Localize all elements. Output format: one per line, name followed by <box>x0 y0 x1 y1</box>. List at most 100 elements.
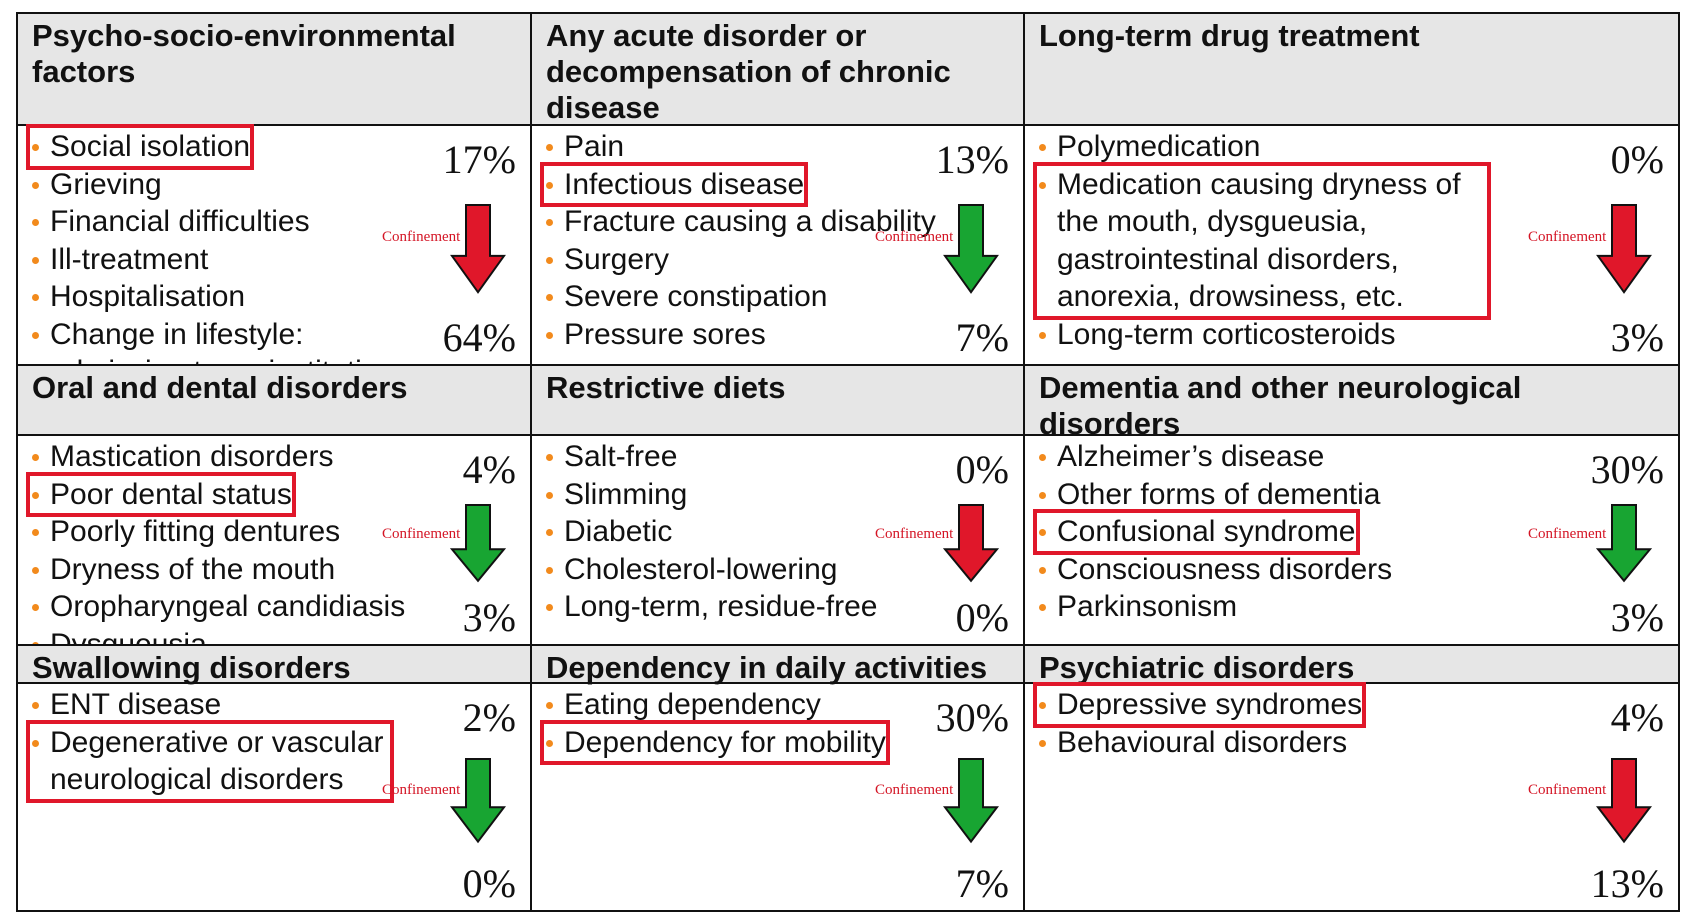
list-item: Hospitalisation <box>30 278 430 316</box>
highlighted-list-item: Degenerative or vascular neurological di… <box>26 719 394 803</box>
list-item: Behavioural disorders <box>1037 724 1362 762</box>
list-item: Fracture causing a disability <box>544 203 936 241</box>
list-item: Polymedication <box>1037 128 1487 166</box>
list-item: Pain <box>544 128 936 166</box>
cell-title: Long-term drug treatment <box>1039 18 1420 53</box>
percent-after: 3% <box>462 595 516 640</box>
cell-title: Swallowing disorders <box>32 650 351 685</box>
cell-title: Oral and dental disorders <box>32 370 408 405</box>
percent-before: 0% <box>1610 137 1664 182</box>
cell-header: Restrictive diets <box>532 364 1023 436</box>
up-arrow-icon <box>450 203 506 294</box>
cell-header: Dependency in daily activities <box>532 644 1023 685</box>
list-item: Salt-free <box>544 438 877 476</box>
list-item: Severe constipation <box>544 278 936 316</box>
cell-header: Oral and dental disorders <box>18 364 530 436</box>
cell-header: Any acute disorder or decompensation of … <box>532 14 1023 126</box>
percent-after: 7% <box>955 861 1009 906</box>
highlighted-list-item: Infectious disease <box>539 161 809 207</box>
percent-after: 3% <box>1610 315 1664 360</box>
highlighted-list-item: Social isolation <box>25 124 255 170</box>
cell-header: Psycho-socio-environmental factors <box>18 14 530 126</box>
list-item: Pressure sores <box>544 316 936 354</box>
confinement-label: Confinement <box>1528 782 1607 799</box>
cell-header: Psychiatric disorders <box>1025 644 1678 685</box>
highlighted-list-item: Depressive syndromes <box>1032 682 1367 728</box>
percent-before: 2% <box>462 695 516 740</box>
confinement-label: Confinement <box>875 229 954 246</box>
list-item: Mastication disorders <box>30 438 405 476</box>
cell-title: Dependency in daily activities <box>546 650 988 685</box>
cell-title: Restrictive diets <box>546 370 786 405</box>
highlighted-list-item: Confusional syndrome <box>1033 509 1360 555</box>
highlighted-list-item: Poor dental status <box>26 471 296 517</box>
percent-before: 30% <box>935 695 1009 740</box>
cell-title: Any acute disorder or decompensation of … <box>546 18 951 125</box>
percent-before: 17% <box>442 137 516 182</box>
percent-after: 0% <box>462 861 516 906</box>
list-item: Diabetic <box>544 513 877 551</box>
cell-title: Dementia and other neurological disorder… <box>1039 370 1522 441</box>
up-arrow-icon <box>943 504 999 583</box>
up-arrow-icon <box>1596 203 1652 294</box>
list-item: Parkinsonism <box>1037 588 1392 626</box>
list-item: Alzheimer’s disease <box>1037 438 1392 476</box>
table-column: Any acute disorder or decompensation of … <box>532 14 1025 910</box>
confinement-label: Confinement <box>382 229 461 246</box>
list-item: Long-term corticosteroids <box>1037 316 1487 354</box>
list-item: ENT disease <box>30 686 390 724</box>
percent-after: 13% <box>1590 861 1664 906</box>
list-item: Slimming <box>544 476 877 514</box>
list-item: Consciousness disorders <box>1037 551 1392 589</box>
percent-after: 3% <box>1610 595 1664 640</box>
list-item: Cholesterol-lowering <box>544 551 877 589</box>
confinement-label: Confinement <box>1528 229 1607 246</box>
down-arrow-icon <box>450 504 506 583</box>
list-item: Eating dependency <box>544 686 886 724</box>
percent-after: 64% <box>442 315 516 360</box>
percent-after: 0% <box>955 595 1009 640</box>
down-arrow-icon <box>943 203 999 294</box>
list-item: Other forms of dementia <box>1037 476 1392 514</box>
percent-before: 0% <box>955 447 1009 492</box>
confinement-label: Confinement <box>875 782 954 799</box>
percent-before: 4% <box>462 447 516 492</box>
percent-after: 7% <box>955 315 1009 360</box>
confinement-label: Confinement <box>382 526 461 543</box>
down-arrow-icon <box>450 757 506 844</box>
cell-header: Swallowing disorders <box>18 644 530 685</box>
confinement-label: Confinement <box>382 782 461 799</box>
percent-before: 13% <box>935 137 1009 182</box>
confinement-label: Confinement <box>1528 526 1607 543</box>
confinement-label: Confinement <box>875 526 954 543</box>
list-item: Ill-treatment <box>30 241 430 279</box>
cell-title: Psychiatric disorders <box>1039 650 1355 685</box>
highlighted-list-item: Dependency for mobility <box>540 719 890 765</box>
up-arrow-icon <box>1596 757 1652 844</box>
cell-header: Dementia and other neurological disorder… <box>1025 364 1678 441</box>
list-item: Long-term, residue-free <box>544 588 877 626</box>
cell-title: Psycho-socio-environmental factors <box>32 18 456 89</box>
list-item: Poorly fitting dentures <box>30 513 405 551</box>
list-item: Grieving <box>30 166 430 204</box>
down-arrow-icon <box>943 757 999 844</box>
highlighted-list-item: Medication causing dryness of the mouth,… <box>1033 161 1491 320</box>
percent-before: 4% <box>1610 695 1664 740</box>
list-item: Surgery <box>544 241 936 279</box>
list-item: Financial difficulties <box>30 203 430 241</box>
cell-header: Long-term drug treatment <box>1025 14 1678 126</box>
down-arrow-icon <box>1596 504 1652 583</box>
list-item: Oropharyngeal candidiasis <box>30 588 405 626</box>
